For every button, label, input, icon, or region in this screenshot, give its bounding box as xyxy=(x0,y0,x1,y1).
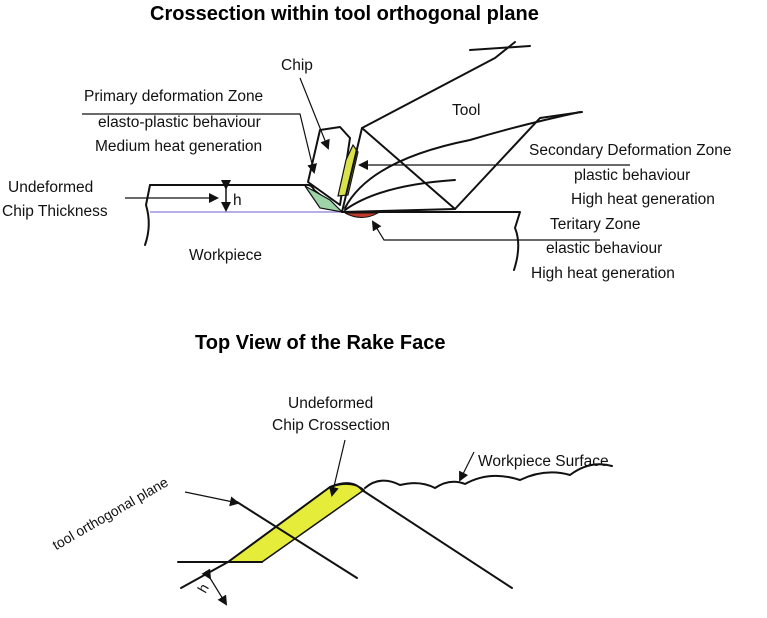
chip-section xyxy=(225,483,366,563)
undeformed-label-2: Undeformed xyxy=(288,395,374,412)
tertiary-zone xyxy=(344,212,380,218)
tool-orthogonal-plane-line xyxy=(236,501,358,579)
secondary-zone-label: Secondary Deformation Zone xyxy=(529,142,732,159)
crosssection-title: Crossection within tool orthogonal plane xyxy=(150,3,539,25)
top-view-title: Top View of the Rake Face xyxy=(195,332,446,354)
chip-crossection-leader xyxy=(328,439,346,497)
chip-leader xyxy=(299,77,330,150)
plastic-behaviour-label: plastic behaviour xyxy=(574,167,691,184)
tool-label: Tool xyxy=(452,102,481,119)
high-heat-label-2: High heat generation xyxy=(531,265,675,282)
primary-zone xyxy=(304,185,344,213)
chip-thickness-label: Chip Thickness xyxy=(2,203,108,220)
tool-top-line xyxy=(469,45,531,51)
tertiary-zone-leader xyxy=(371,220,600,241)
tertiary-zone-label: Teritary Zone xyxy=(550,216,641,233)
tool-plane-leader xyxy=(184,491,240,507)
high-heat-label-1: High heat generation xyxy=(571,191,715,208)
workpiece-label: Workpiece xyxy=(189,247,262,264)
elasto-plastic-label: elasto-plastic behaviour xyxy=(98,114,261,131)
h-label: h xyxy=(233,192,242,209)
primary-zone-label: Primary deformation Zone xyxy=(84,88,264,105)
tool-rake-line xyxy=(361,127,456,210)
primary-zone-leader xyxy=(82,113,317,174)
h-dimension-top xyxy=(201,568,228,606)
chip-crossection-label: Chip Crossection xyxy=(272,417,391,434)
chip-label: Chip xyxy=(281,57,313,74)
undeformed-label: Undeformed xyxy=(8,179,94,196)
tool-curve-2 xyxy=(344,179,456,211)
workpiece-surface-label: Workpiece Surface xyxy=(478,453,609,470)
workpiece-surface xyxy=(364,463,613,489)
medium-heat-label: Medium heat generation xyxy=(95,138,263,155)
workpiece-surface-leader xyxy=(459,451,475,482)
tool-outline xyxy=(341,41,516,213)
chip-outline xyxy=(307,126,351,206)
workpiece-left-edge xyxy=(144,184,151,246)
tool-flank-line xyxy=(341,208,456,213)
tool-curve-1 xyxy=(344,111,581,209)
elastic-behaviour-label: elastic behaviour xyxy=(546,240,663,257)
